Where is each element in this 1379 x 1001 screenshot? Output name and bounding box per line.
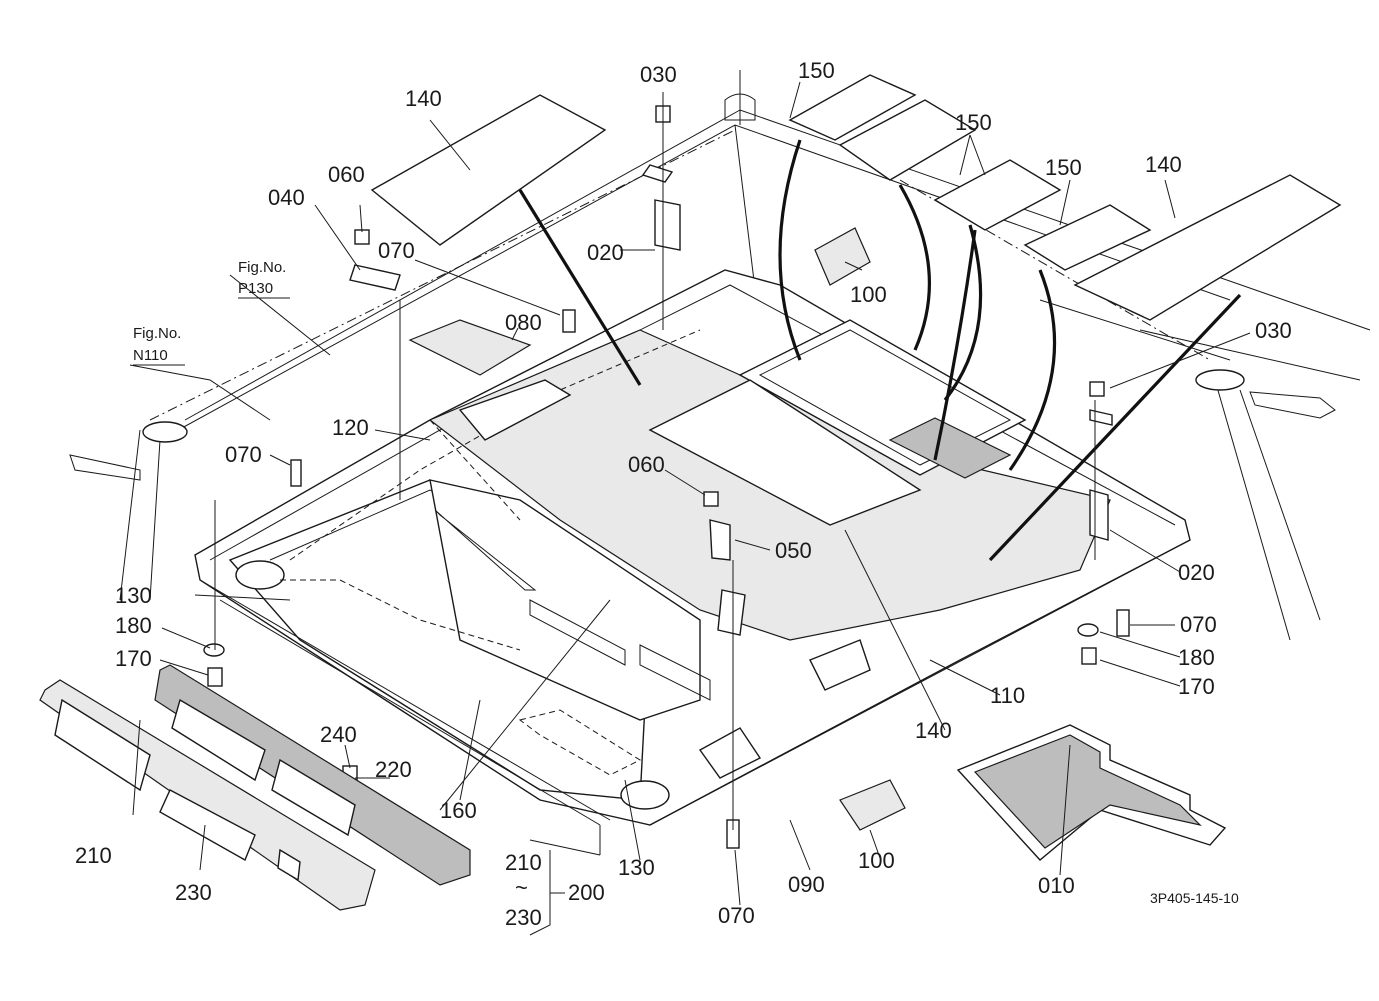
label-140: 140: [915, 718, 952, 743]
label-090: 090: [788, 872, 825, 897]
label-100: 100: [858, 848, 895, 873]
panel-150-c: [933, 159, 1062, 231]
label-040: 040: [268, 185, 305, 210]
panel-140-right: [1073, 174, 1342, 321]
label-070: 070: [378, 238, 415, 263]
part-labels: 140 030 150 150 150 140 060 040 070 020 …: [75, 58, 1292, 930]
label-150: 150: [1045, 155, 1082, 180]
label-020: 020: [1178, 560, 1215, 585]
callout-arrows: [518, 139, 1242, 562]
label-070: 070: [1180, 612, 1217, 637]
front-panels: [39, 664, 471, 911]
panel-080: [408, 319, 532, 376]
panel-150-a: [788, 74, 917, 141]
label-170: 170: [1178, 674, 1215, 699]
label-200: 200: [568, 880, 605, 905]
label-180: 180: [1178, 645, 1215, 670]
diagram-code: 3P405-145-10: [1150, 890, 1239, 906]
label-230: 230: [505, 905, 542, 930]
ref-n110-line1: Fig.No.: [133, 325, 181, 342]
label-210: 210: [75, 843, 112, 868]
label-110: 110: [990, 683, 1025, 708]
label-150: 150: [955, 110, 992, 135]
label-170: 170: [115, 646, 152, 671]
label-tilde: ~: [515, 875, 528, 900]
label-010: 010: [1038, 873, 1075, 898]
label-150: 150: [798, 58, 835, 83]
label-240: 240: [320, 722, 357, 747]
insulation-panels: [370, 74, 1342, 441]
label-080: 080: [505, 310, 542, 335]
label-230: 230: [175, 880, 212, 905]
panel-150-d: [1023, 204, 1152, 271]
label-140: 140: [1145, 152, 1182, 177]
label-130: 130: [618, 855, 655, 880]
label-070: 070: [718, 903, 755, 928]
roof-pan: [194, 269, 1191, 826]
label-060: 060: [328, 162, 365, 187]
panel-140-left: [370, 94, 607, 246]
label-130: 130: [115, 583, 152, 608]
label-050: 050: [775, 538, 812, 563]
label-220: 220: [375, 757, 412, 782]
label-160: 160: [440, 798, 477, 823]
label-210: 210: [505, 850, 542, 875]
part-010-mat: [956, 724, 1227, 861]
label-030: 030: [1255, 318, 1292, 343]
label-180: 180: [115, 613, 152, 638]
label-030: 030: [640, 62, 677, 87]
ref-n110-line2: N110: [133, 347, 168, 364]
panel-150-b: [838, 99, 977, 181]
label-060: 060: [628, 452, 665, 477]
label-140: 140: [405, 86, 442, 111]
leader-lines: [129, 81, 1251, 936]
label-020: 020: [587, 240, 624, 265]
label-120: 120: [332, 415, 369, 440]
figure-references: Fig.No. P130 Fig.No. N110: [133, 259, 290, 366]
label-100: 100: [850, 282, 887, 307]
panel-120: [458, 379, 572, 441]
ref-p130-line2: P130: [238, 280, 273, 297]
ref-p130-line1: Fig.No.: [238, 259, 286, 276]
label-070: 070: [225, 442, 262, 467]
